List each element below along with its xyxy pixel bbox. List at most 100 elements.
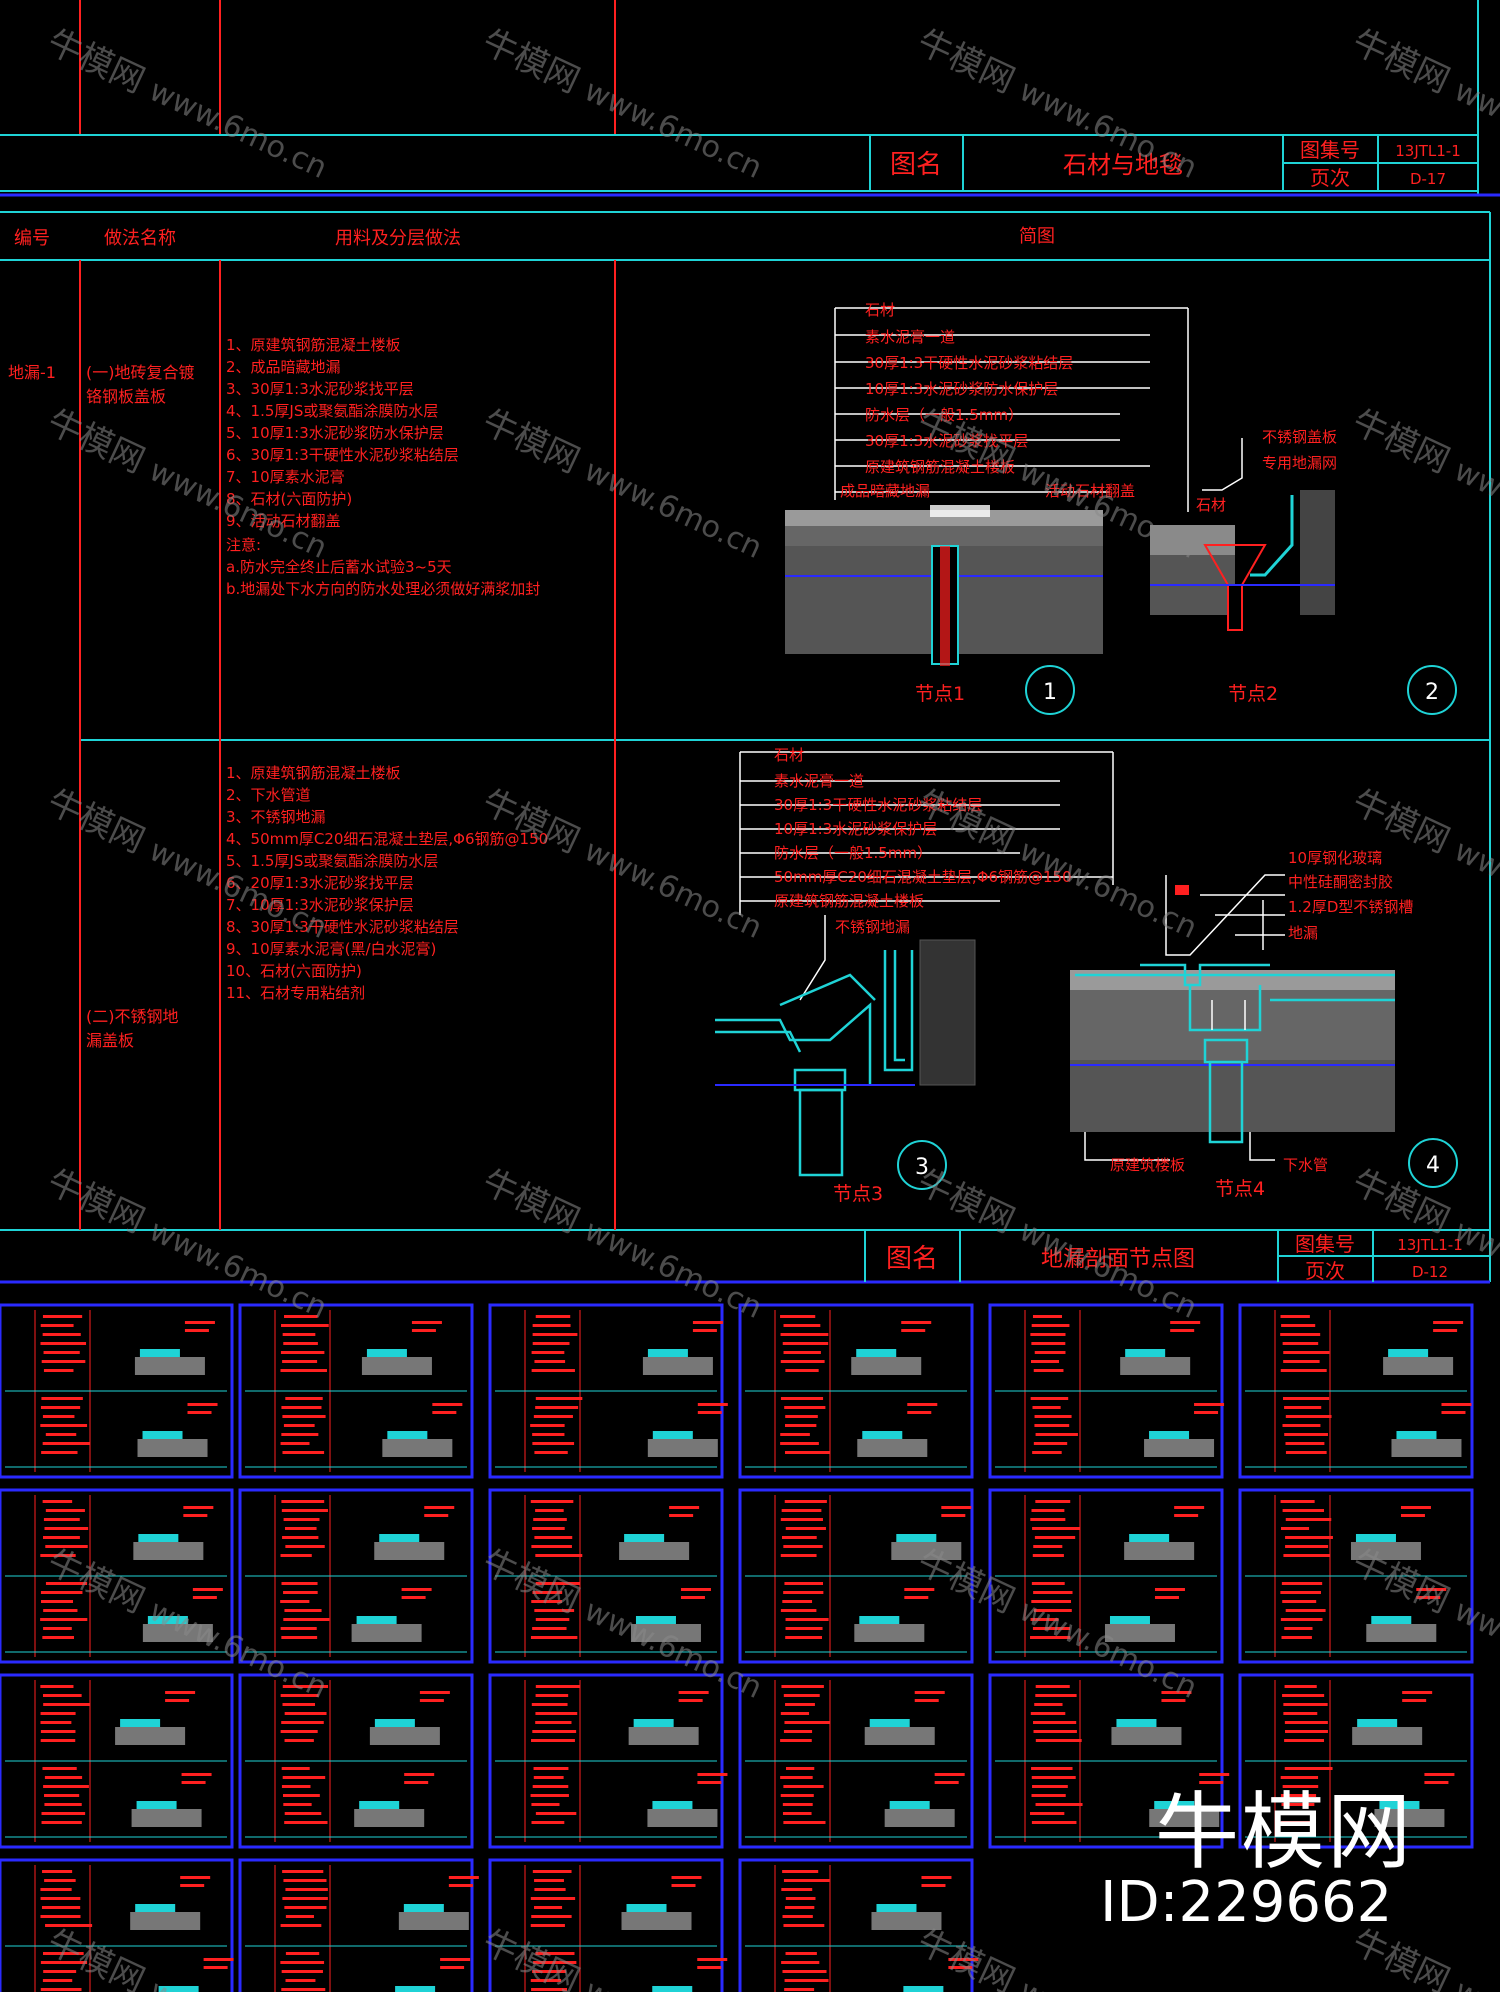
sheet-1-title-block: 图名 石材与地毯 图集号 13JTL1-1 页次 D-17 (869, 135, 1478, 191)
node1-label: 原建筑钢筋混凝土楼板 (865, 458, 1015, 476)
node3-label: 50mm厚C20细石混凝土垫层,Φ6钢筋@150 (774, 868, 1072, 886)
node1-label: 素水泥膏一道 (865, 328, 955, 346)
thumbnail-sheet (738, 1858, 979, 1992)
thumbnail-sheet (1238, 1303, 1474, 1479)
node1-label: 防水层（一般1.5mm） (865, 406, 1023, 424)
row1-step: 3、30厚1:3水泥砂浆找平层 (226, 380, 414, 398)
thumbnail-sheet (988, 1673, 1230, 1849)
header-sketch: 简图 (1019, 226, 1055, 247)
row1-steps: 1、原建筑钢筋混凝土楼板 2、成品暗藏地漏 3、30厚1:3水泥砂浆找平层 4、… (226, 336, 540, 598)
row2-step: 11、石材专用粘结剂 (226, 984, 365, 1002)
node4-caption: 节点4 (1215, 1178, 1265, 1200)
node2-label: 不锈钢盖板 (1262, 428, 1337, 446)
node3-label: 原建筑钢筋混凝土楼板 (774, 892, 924, 910)
row1-note: b.地漏处下水方向的防水处理必须做好满浆加封 (226, 580, 540, 598)
row2-step: 3、不锈钢地漏 (226, 808, 326, 826)
thumbnail-sheet (238, 1858, 479, 1992)
node1-labels: 石材 素水泥膏一道 30厚1:3干硬性水泥砂浆粘结层 10厚1:3水泥砂浆防水保… (840, 301, 1135, 500)
node-1-drawing: 石材 素水泥膏一道 30厚1:3干硬性水泥砂浆粘结层 10厚1:3水泥砂浆防水保… (785, 301, 1189, 666)
sheet1-title-label: 图名 (890, 150, 942, 180)
row2-step: 9、10厚素水泥膏(黑/白水泥膏) (226, 940, 436, 958)
node3-label: 30厚1:3干硬性水泥砂浆粘结层 (774, 796, 982, 814)
node4-number: 4 (1426, 1153, 1440, 1178)
row1-step: 1、原建筑钢筋混凝土楼板 (226, 336, 401, 354)
sheet2-atlas-no: 13JTL1-1 (1397, 1236, 1463, 1254)
sheet2-atlas-label: 图集号 (1295, 1232, 1355, 1256)
sheet1-page-no: D-17 (1410, 170, 1446, 188)
node4-label: 下水管 (1283, 1156, 1328, 1174)
node3-label: 不锈钢地漏 (835, 918, 910, 936)
row1-step: 5、10厚1:3水泥砂浆防水保护层 (226, 424, 444, 442)
sheet2-page-label: 页次 (1305, 1259, 1345, 1283)
thumbnail-sheet (488, 1303, 728, 1479)
row2-step: 10、石材(六面防护) (226, 962, 362, 980)
node1-label: 10厚1:3水泥砂浆防水保护层 (865, 380, 1058, 398)
node1-label: 活动石材翻盖 (1045, 482, 1135, 500)
row1-step: 9、活动石材翻盖 (226, 512, 341, 530)
thumbnail-sheet (738, 1673, 974, 1849)
row1-step: 6、30厚1:3干硬性水泥砂浆粘结层 (226, 446, 459, 464)
node3-caption: 节点3 (833, 1183, 883, 1205)
row1-code: 地漏-1 (8, 363, 56, 382)
row1-note: a.防水完全终止后蓄水试验3~5天 (226, 558, 452, 576)
thumbnail-sheet (0, 1673, 234, 1849)
thumbnail-sheet (1238, 1673, 1474, 1849)
sheet1-page-label: 页次 (1310, 166, 1350, 190)
sheet-thumbnail-grid (0, 1303, 1474, 1992)
row1-note: 注意: (226, 536, 261, 554)
node2-label: 石材 (1196, 496, 1226, 514)
row2-step: 6、20厚1:3水泥砂浆找平层 (226, 874, 414, 892)
node-1-2-callouts: 节点1 1 节点2 2 (915, 665, 1457, 715)
row-2-text: (二)不锈钢地 漏盖板 1、原建筑钢筋混凝土楼板 2、下水管道 3、不锈钢地漏 … (86, 764, 548, 1050)
sheet2-title: 地漏剖面节点图 (1041, 1247, 1195, 1272)
row1-step: 4、1.5厚JS或聚氨酯涂膜防水层 (226, 402, 438, 420)
brand-logo-text: 牛模网 (1155, 1783, 1414, 1881)
thumbnail-sheet (738, 1488, 974, 1664)
thumbnail-sheet (488, 1488, 724, 1664)
row2-method-line2: 漏盖板 (86, 1031, 134, 1050)
thumbnail-sheet (738, 1303, 974, 1479)
sheet2-title-label: 图名 (886, 1244, 938, 1274)
row1-method-line1: (一)地砖复合镀 (86, 363, 195, 382)
row2-steps: 1、原建筑钢筋混凝土楼板 2、下水管道 3、不锈钢地漏 4、50mm厚C20细石… (226, 764, 548, 1002)
sheet1-atlas-no: 13JTL1-1 (1395, 142, 1461, 160)
row1-step: 2、成品暗藏地漏 (226, 358, 341, 376)
row2-step: 7、10厚1:3水泥砂浆保护层 (226, 896, 414, 914)
node-3-drawing: 石材 素水泥膏一道 30厚1:3干硬性水泥砂浆粘结层 10厚1:3水泥砂浆保护层… (715, 746, 1114, 1177)
sheet-2-headers: 编号 做法名称 用料及分层做法 简图 (14, 226, 1055, 249)
thumbnail-sheet (988, 1488, 1224, 1664)
node-3-4-callouts: 节点3 3 节点4 4 (833, 1138, 1458, 1205)
node1-label: 成品暗藏地漏 (840, 482, 930, 500)
sheet1-title: 石材与地毯 (1063, 151, 1183, 179)
sheet-2-title-block: 图名 地漏剖面节点图 图集号 13JTL1-1 页次 D-12 (864, 1230, 1490, 1283)
thumbnail-sheet (0, 1488, 234, 1664)
thumbnail-sheet (0, 1858, 234, 1992)
node2-circle (1407, 665, 1457, 715)
thumbnail-sheet (488, 1858, 728, 1992)
row1-step: 7、10厚素水泥膏 (226, 468, 345, 486)
thumbnail-sheet (988, 1303, 1225, 1479)
brand-id-text: ID:229662 (1100, 1870, 1393, 1935)
node1-label: 石材 (865, 301, 895, 319)
node4-label: 10厚钢化玻璃 (1288, 849, 1382, 867)
sheet1-atlas-label: 图集号 (1300, 138, 1360, 162)
row2-step: 5、1.5厚JS或聚氨酯涂膜防水层 (226, 852, 438, 870)
node3-circle (897, 1140, 947, 1190)
row2-method-line1: (二)不锈钢地 (86, 1007, 179, 1026)
header-method: 做法名称 (104, 228, 176, 249)
header-code: 编号 (14, 228, 50, 249)
sheet-2-frame (0, 211, 1491, 1284)
header-materials: 用料及分层做法 (335, 228, 461, 249)
node3-label: 素水泥膏一道 (774, 772, 864, 790)
node4-label: 原建筑楼板 (1110, 1156, 1185, 1174)
node1-label: 30厚1:3水泥砂浆找平层 (865, 432, 1028, 450)
row-1-text: 地漏-1 (一)地砖复合镀 铬钢板盖板 1、原建筑钢筋混凝土楼板 2、成品暗藏地… (8, 336, 540, 598)
sheet2-page-no: D-12 (1412, 1263, 1448, 1281)
node3-number: 3 (915, 1155, 929, 1180)
node2-label: 专用地漏网 (1262, 454, 1337, 472)
node1-label: 30厚1:3干硬性水泥砂浆粘结层 (865, 354, 1073, 372)
thumbnail-sheet (238, 1673, 474, 1849)
node4-label: 1.2厚D型不锈钢槽 (1288, 898, 1413, 916)
node4-label: 地漏 (1288, 924, 1318, 942)
thumbnail-sheet (1238, 1488, 1474, 1664)
